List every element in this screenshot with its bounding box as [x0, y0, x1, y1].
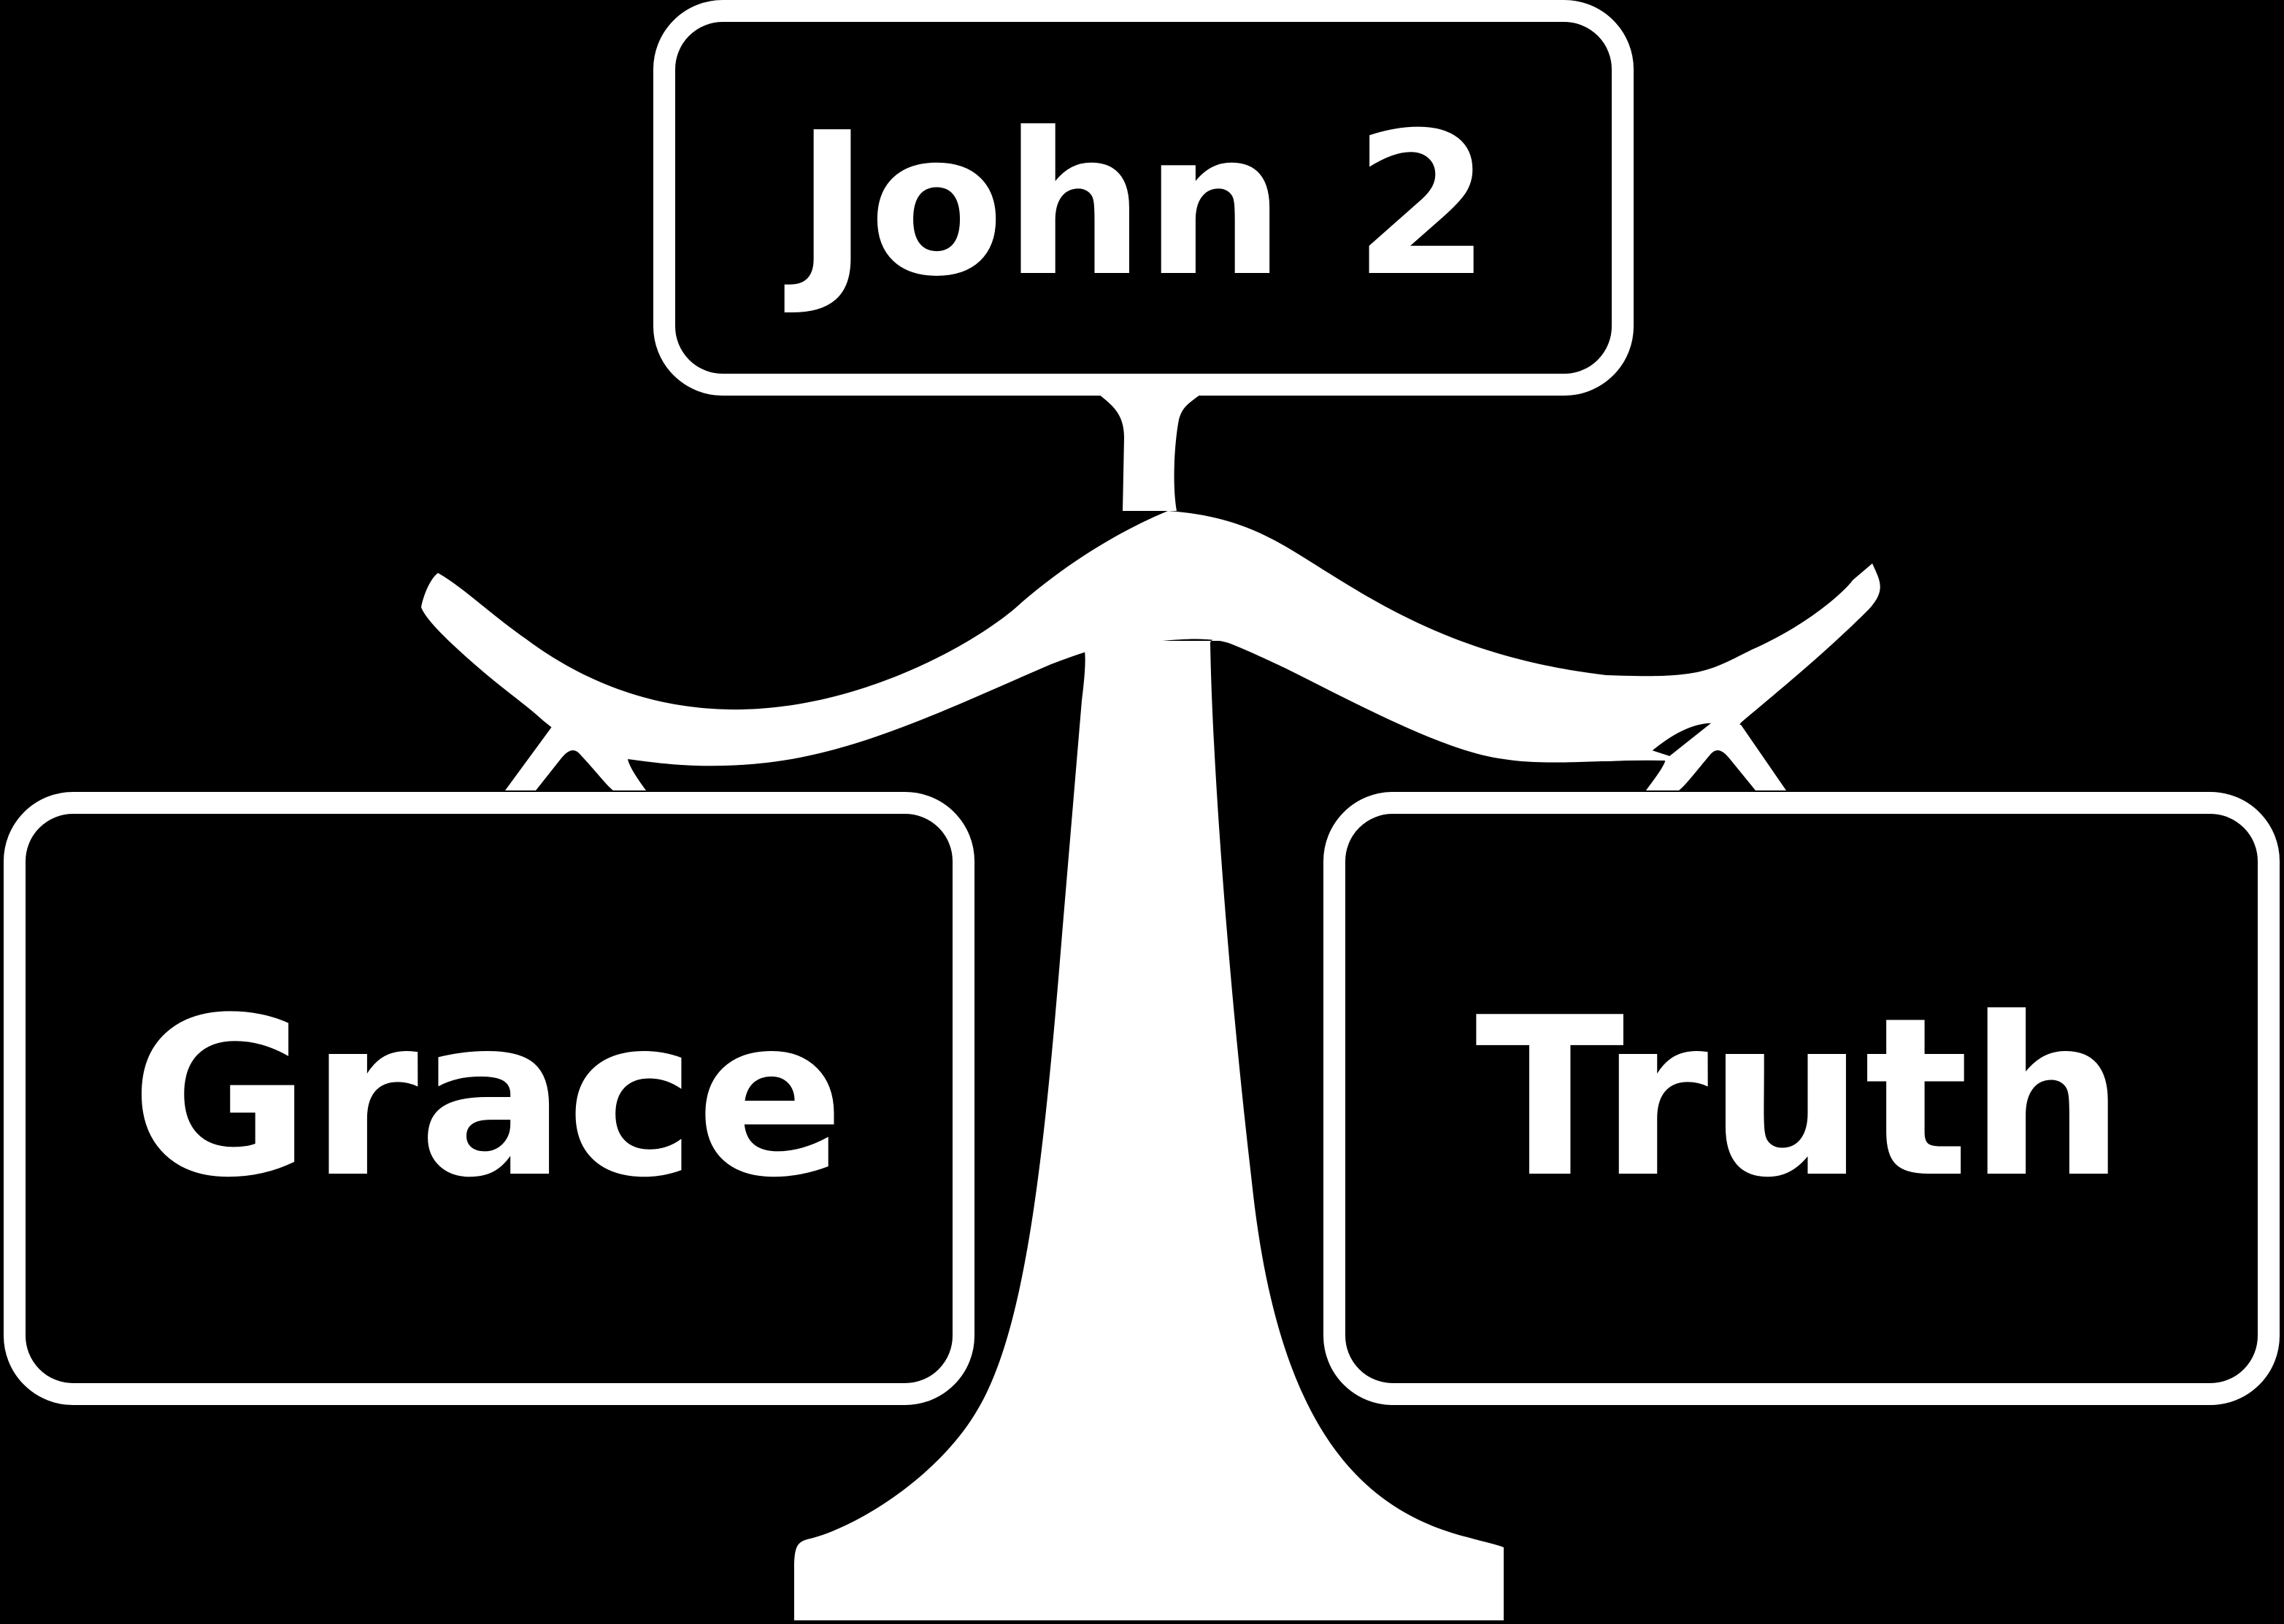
right-pan-label: Truth	[1475, 971, 2125, 1225]
right-pan-box: Truth	[1334, 803, 2269, 1394]
left-pan-box: Grace	[15, 803, 964, 1394]
title-box: John 2	[664, 11, 1623, 385]
left-pan-label: Grace	[131, 971, 845, 1225]
title-label: John 2	[783, 90, 1491, 320]
